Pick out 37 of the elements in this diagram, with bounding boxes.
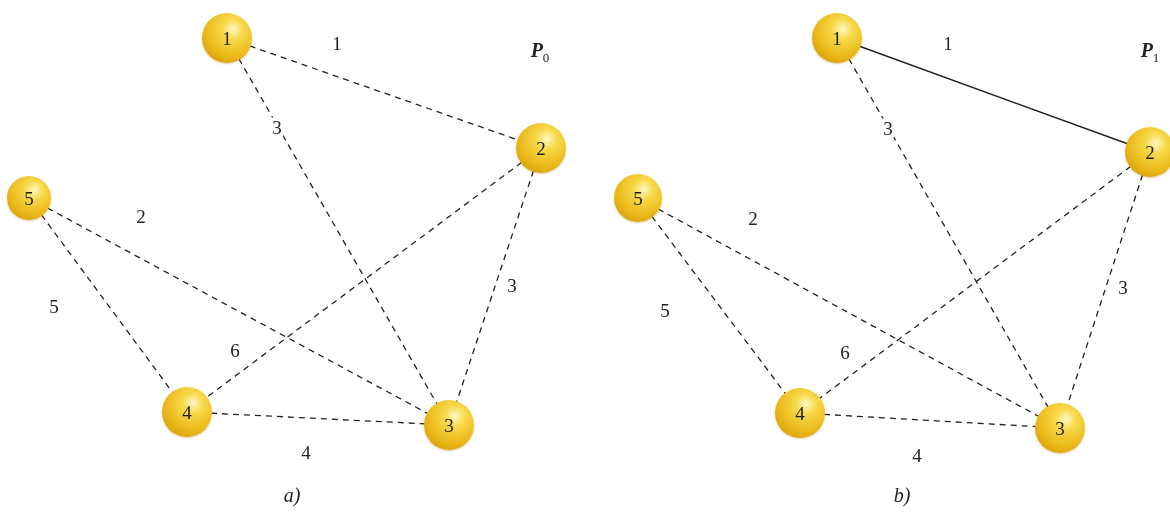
sphere-node <box>812 13 862 63</box>
sphere-node <box>516 123 566 173</box>
node-number: 2 <box>536 138 546 158</box>
edge-label: 3 <box>882 118 894 138</box>
dashed-edge <box>210 412 426 425</box>
dashed-edge <box>46 207 429 415</box>
node-number: 3 <box>1055 418 1065 438</box>
node-number: 4 <box>795 403 805 423</box>
sphere-node <box>614 174 662 222</box>
node-number: 5 <box>633 188 643 208</box>
sphere-node <box>162 387 212 437</box>
sphere-node <box>7 176 51 220</box>
dashed-edge <box>651 215 787 395</box>
node-number: 1 <box>832 28 842 48</box>
sphere-node <box>1035 403 1085 453</box>
dashed-edge <box>205 161 523 399</box>
node-number: 1 <box>222 28 232 48</box>
sphere-node <box>1125 127 1170 177</box>
dashed-edge <box>818 165 1132 400</box>
dashed-edge <box>848 58 1049 408</box>
edge-line <box>858 45 1129 145</box>
dashed-edge <box>455 170 535 403</box>
graph-label: P$_{0}$ <box>530 38 550 66</box>
edge-label: 3 <box>271 117 283 137</box>
graph-label: P$_{1}$ <box>1140 38 1160 66</box>
panel-label: b) <box>893 483 911 507</box>
node-number: 5 <box>24 188 34 208</box>
sphere-node <box>202 13 252 63</box>
node-number: 4 <box>182 402 192 422</box>
panel-label: a) <box>283 483 301 507</box>
dashed-edge <box>238 58 438 405</box>
sphere-node <box>424 400 474 450</box>
dashed-edge <box>657 208 1040 418</box>
sphere-node <box>775 388 825 438</box>
node-number: 2 <box>1145 142 1155 162</box>
dashed-edge <box>823 413 1037 428</box>
node-number: 3 <box>444 415 454 435</box>
